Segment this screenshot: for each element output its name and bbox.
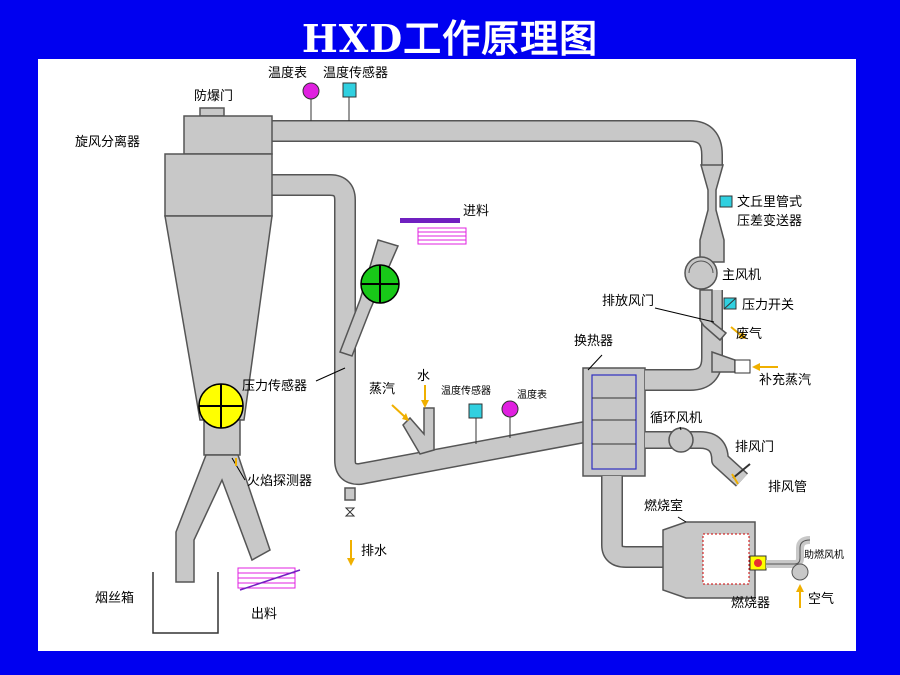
temp-sensor-mid-icon	[468, 403, 483, 444]
label-discharge: 出料	[251, 607, 277, 622]
circ-fan-icon	[668, 427, 694, 453]
temp-gauge-mid-icon	[501, 400, 519, 438]
waste-gas-outlet	[699, 289, 728, 342]
label-tobacco-box: 烟丝箱	[95, 590, 134, 606]
main-fan-icon	[684, 256, 718, 290]
heat-exchanger-coil	[591, 374, 637, 470]
label-cyclone: 旋风分离器	[75, 134, 140, 150]
label-pressure-sensor: 压力传感器	[242, 378, 307, 394]
cyclone-body	[164, 153, 273, 217]
label-feed-in: 进料	[463, 204, 489, 219]
top-duct	[250, 120, 723, 166]
tobacco-box	[152, 572, 219, 634]
label-exhaust-pipe: 排风管	[768, 480, 807, 495]
cyclone-top	[183, 115, 273, 155]
yellow-rotary-valve	[198, 383, 244, 429]
page-title: HXD工作原理图	[301, 16, 599, 61]
label-temp-gauge-top: 温度表	[268, 65, 307, 81]
label-steam: 蒸汽	[369, 382, 395, 397]
label-circ-fan: 循环风机	[650, 411, 702, 426]
steam-water-inlet	[402, 407, 435, 455]
label-burner: 燃烧器	[731, 595, 770, 611]
label-pressure-switch: 压力开关	[742, 298, 794, 313]
label-exhaust-door: 排风门	[735, 440, 774, 455]
discharge-conveyor-icon	[237, 567, 301, 591]
label-waste-gas: 废气	[736, 326, 762, 342]
venturi-tube	[699, 164, 725, 263]
label-flame-detector: 火焰探测器	[247, 474, 312, 489]
label-venturi-2: 压差变送器	[737, 213, 802, 229]
label-air: 空气	[808, 591, 834, 607]
temp-sensor-top-icon	[342, 82, 357, 121]
label-temp-gauge-mid: 温度表	[517, 388, 547, 401]
label-venturi-1: 文丘里管式	[737, 195, 802, 210]
label-combustion-chamber: 燃烧室	[644, 498, 683, 514]
pressure-switch-icon	[723, 297, 737, 310]
label-drain: 排水	[361, 544, 387, 559]
label-makeup-steam: 补充蒸汽	[759, 372, 811, 388]
label-temp-sensor-mid: 温度传感器	[441, 384, 491, 397]
drain-valve-icon	[344, 507, 356, 517]
temp-gauge-top-icon	[302, 82, 320, 121]
venturi-sensor-icon	[719, 195, 733, 208]
makeup-steam-inlet	[711, 350, 736, 373]
cyclone-inlet-duct	[272, 174, 356, 330]
exhaust-door-damper	[732, 463, 751, 479]
combustion-flame-area	[702, 533, 750, 585]
explosion-door	[199, 107, 225, 117]
aux-fan-icon	[791, 563, 809, 581]
combustion-return-duct	[601, 476, 690, 568]
label-water: 水	[417, 369, 430, 384]
label-temp-sensor-top: 温度传感器	[323, 65, 388, 81]
green-rotary-valve	[360, 264, 400, 304]
label-explosion-door: 防爆门	[194, 88, 233, 104]
label-exhaust-damper: 排放风门	[602, 294, 654, 309]
label-aux-fan: 助燃风机	[804, 548, 844, 561]
discharge-split	[175, 454, 271, 583]
heat-exchanger	[582, 367, 646, 477]
lower-duct	[334, 330, 588, 486]
feed-conveyor-icon	[400, 218, 467, 245]
cyclone-cone	[164, 215, 273, 421]
diagram-panel: 防爆门 温度表 温度传感器 旋风分离器 进料 文丘里管式 压差变送器 主风机 压…	[38, 59, 856, 651]
label-main-fan: 主风机	[722, 268, 761, 283]
process-diagram: 防爆门 温度表 温度传感器 旋风分离器 进料 文丘里管式 压差变送器 主风机 压…	[75, 65, 844, 634]
flow-arrows	[235, 326, 804, 608]
label-heat-exchanger: 换热器	[574, 334, 613, 349]
drain-pipe	[344, 487, 356, 501]
makeup-steam-valve	[734, 359, 751, 374]
circ-fan-duct	[645, 431, 749, 487]
